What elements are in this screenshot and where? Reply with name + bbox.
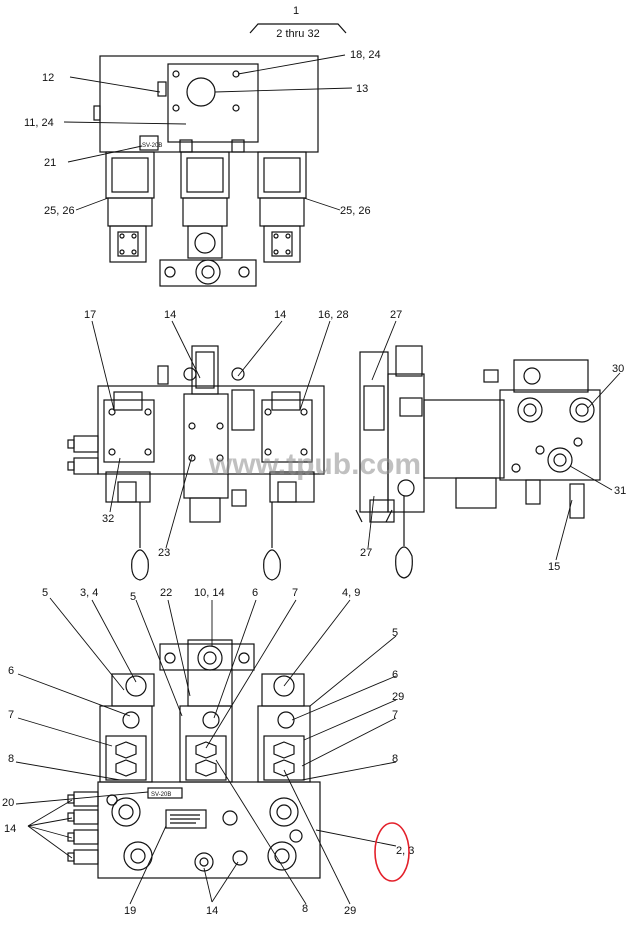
callout-30: 30 <box>612 363 624 375</box>
callout-10-14: 10, 14 <box>194 587 225 599</box>
callout-4-9: 4, 9 <box>342 587 360 599</box>
callout-20: 20 <box>2 797 14 809</box>
top-view: SV-20B <box>93 55 319 287</box>
callout-5-a: 5 <box>42 587 48 599</box>
callout-18-24: 18, 24 <box>350 49 381 61</box>
callout-6-c: 6 <box>392 669 398 681</box>
middle-left-view <box>67 345 325 581</box>
callout-14-c: 14 <box>4 823 16 835</box>
callout-8-b: 8 <box>392 753 398 765</box>
callout-5-c: 5 <box>392 627 398 639</box>
callout-11-24: 11, 24 <box>24 117 54 129</box>
middle-right-view <box>355 345 601 579</box>
callout-25-26-left: 25, 26 <box>44 205 75 217</box>
callout-14-b: 14 <box>274 309 286 321</box>
callout-3-4: 3, 4 <box>80 587 98 599</box>
callout-27-bottom: 27 <box>360 547 372 559</box>
callout-14-d: 14 <box>206 905 218 917</box>
callout-15: 15 <box>548 561 560 573</box>
callout-5-b: 5 <box>130 591 136 603</box>
callout-6-b: 6 <box>8 665 14 677</box>
valve-tag-bottom: SV-20B <box>151 792 171 798</box>
callout-29-a: 29 <box>392 691 404 703</box>
callout-31: 31 <box>614 485 626 497</box>
valve-tag-top: SV-20B <box>142 143 162 149</box>
highlight-ellipse <box>374 822 410 882</box>
callout-25-26-right: 25, 26 <box>340 205 371 217</box>
callout-17: 17 <box>84 309 96 321</box>
header-ref: 1 <box>293 5 299 17</box>
callout-13: 13 <box>356 83 368 95</box>
callout-27-top: 27 <box>390 309 402 321</box>
callout-23: 23 <box>158 547 170 559</box>
callout-19: 19 <box>124 905 136 917</box>
callout-12: 12 <box>42 72 54 84</box>
callout-16-28: 16, 28 <box>318 309 349 321</box>
leader-lines <box>15 54 621 905</box>
callout-7-a: 7 <box>292 587 298 599</box>
header-group: 1 2 thru 32 <box>249 5 347 40</box>
callout-8-c: 8 <box>302 903 308 915</box>
callout-14-a: 14 <box>164 309 176 321</box>
callout-29-b: 29 <box>344 905 356 917</box>
callout-7-c: 7 <box>392 709 398 721</box>
callout-22: 22 <box>160 587 172 599</box>
callout-32: 32 <box>102 513 114 525</box>
callout-8-a: 8 <box>8 753 14 765</box>
callout-21: 21 <box>44 157 56 169</box>
callout-labels: 12 18, 24 13 11, 24 21 25, 26 25, 26 17 … <box>2 49 626 917</box>
callout-7-b: 7 <box>8 709 14 721</box>
bottom-view: SV-20B <box>67 639 321 879</box>
callout-2-3: 2, 3 <box>396 845 414 857</box>
header-range: 2 thru 32 <box>276 28 319 40</box>
callout-6-a: 6 <box>252 587 258 599</box>
watermark-text: www.tpub.com <box>208 448 421 481</box>
